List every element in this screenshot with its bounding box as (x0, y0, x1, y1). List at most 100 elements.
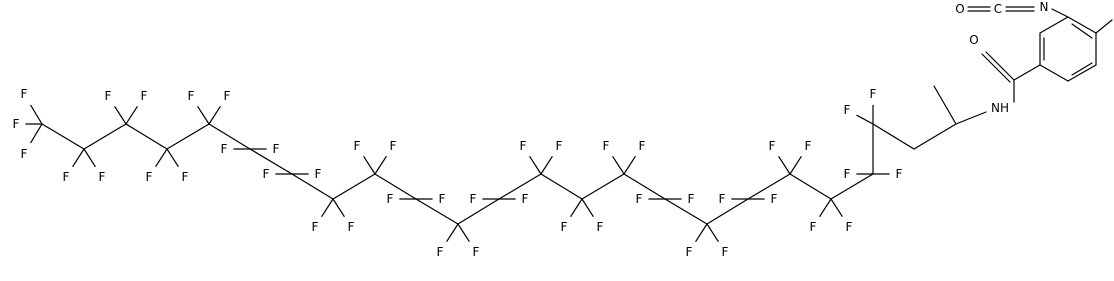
fluorine-atom: F (639, 139, 646, 153)
c-f-bond (695, 223, 708, 242)
fluorine-atom: F (348, 220, 355, 234)
fluorine-atom: F (63, 170, 70, 184)
c-n-bond (955, 111, 987, 125)
chain-bond (872, 123, 915, 150)
fluorine-atom: F (437, 245, 444, 259)
fluorine-atom: F (188, 89, 195, 103)
fluorine-atom: F (473, 245, 480, 259)
chain-bond (581, 173, 625, 200)
c-f-bond (623, 156, 636, 175)
fluorine-atom: F (722, 245, 729, 259)
fluorine-atom: F (769, 139, 776, 153)
fluorine-atom: F (263, 167, 270, 181)
chain-bond (415, 198, 459, 225)
c-f-bond (706, 223, 719, 242)
aryl-bond (1013, 64, 1041, 81)
fluorine-atom: F (719, 192, 726, 206)
chain-bond (540, 173, 583, 200)
fluorine-atom: F (522, 192, 529, 206)
c-f-bond (457, 223, 470, 242)
chain-bond (623, 173, 666, 200)
methyl-bond (933, 85, 957, 125)
carbonyl-oxygen: O (969, 33, 978, 47)
fluorine-atom: F (141, 89, 148, 103)
c-f-bond (778, 156, 791, 175)
fluorine-atom: F (21, 147, 28, 161)
ring-bond (1039, 16, 1069, 34)
c-f-bond (30, 123, 43, 144)
fluorine-atom: F (315, 167, 322, 181)
ring-n-bond (1051, 8, 1069, 18)
ring-double-bond (1071, 62, 1093, 76)
fluorine-atom: F (686, 245, 693, 259)
fluorine-atom: F (99, 170, 106, 184)
fluorine-atom: F (846, 220, 853, 234)
c-f-bond (125, 106, 138, 125)
c-f-bond (819, 198, 832, 217)
chain-bond (789, 173, 832, 200)
fluorine-atom: F (896, 167, 903, 181)
fluorine-atom: F (470, 192, 477, 206)
nh-atom: NH (991, 101, 1009, 115)
fluorine-atom: F (810, 220, 817, 234)
fluorine-atom: F (844, 103, 851, 117)
fluorine-atom: F (870, 87, 877, 101)
fluorine-atom: F (844, 167, 851, 181)
chain-bond (913, 123, 957, 150)
fluorine-atom: F (805, 139, 812, 153)
fluorine-atom: F (146, 170, 153, 184)
fluorine-atom: F (13, 117, 20, 131)
c-o-bond-2 (981, 53, 1011, 83)
fluorine-atom: F (603, 139, 610, 153)
chain-bond (747, 173, 791, 200)
c-f-bond (155, 148, 168, 167)
c-f-bond (612, 156, 625, 175)
chain-bond (166, 123, 210, 150)
c-f-bond (570, 198, 583, 217)
isocyanate-o: O (955, 2, 964, 16)
chain-bond (41, 123, 85, 150)
fluorine-atom: F (182, 170, 189, 184)
chain-bond (457, 198, 500, 225)
fluorine-atom: F (221, 142, 228, 156)
ring-bond (1067, 64, 1097, 82)
c-f-bond (208, 106, 221, 125)
isocyanate-n: N (1040, 0, 1049, 14)
fluorine-atom: F (387, 192, 394, 206)
fluorine-atom: F (105, 89, 112, 103)
fluorine-atom: F (556, 139, 563, 153)
isocyanate-c: C (994, 2, 1002, 16)
c-f-bond (114, 106, 127, 125)
chain-bond (249, 148, 293, 175)
c-f-bond (830, 198, 843, 217)
c-o-bond (985, 51, 1015, 81)
chain-bond (830, 173, 874, 200)
c-f-bond (789, 156, 802, 175)
fluorine-atom: F (390, 139, 397, 153)
fluorine-atom: F (224, 89, 231, 103)
chain-bond (664, 198, 708, 225)
chain-bond (706, 198, 749, 225)
ring-bond (1039, 64, 1069, 82)
c-f-bond (446, 223, 459, 242)
fluorine-atom: F (520, 139, 527, 153)
c-f-bond (332, 198, 345, 217)
chain-bond (291, 173, 334, 200)
c-f-bond (30, 104, 43, 125)
fluorine-atom: F (312, 220, 319, 234)
c-f-bond (540, 156, 553, 175)
c-f-bond (321, 198, 334, 217)
c-f-bond (72, 148, 85, 167)
ring-double-bond (1071, 23, 1093, 39)
c-f-bond (529, 156, 542, 175)
chain-bond (125, 123, 168, 150)
fluorine-atom: F (771, 192, 778, 206)
fluorine-atom: F (597, 220, 604, 234)
atom-label-layer: F F F F F F F F F F F F F F F F F F F F F F F F F F F F F F F F F F F F F F F F… (13, 0, 1049, 259)
c-f-bond (197, 106, 210, 125)
ring-bond (1067, 16, 1097, 34)
chain-bond (498, 173, 542, 200)
fluorine-atom: F (439, 192, 446, 206)
fluorine-atom: F (561, 220, 568, 234)
